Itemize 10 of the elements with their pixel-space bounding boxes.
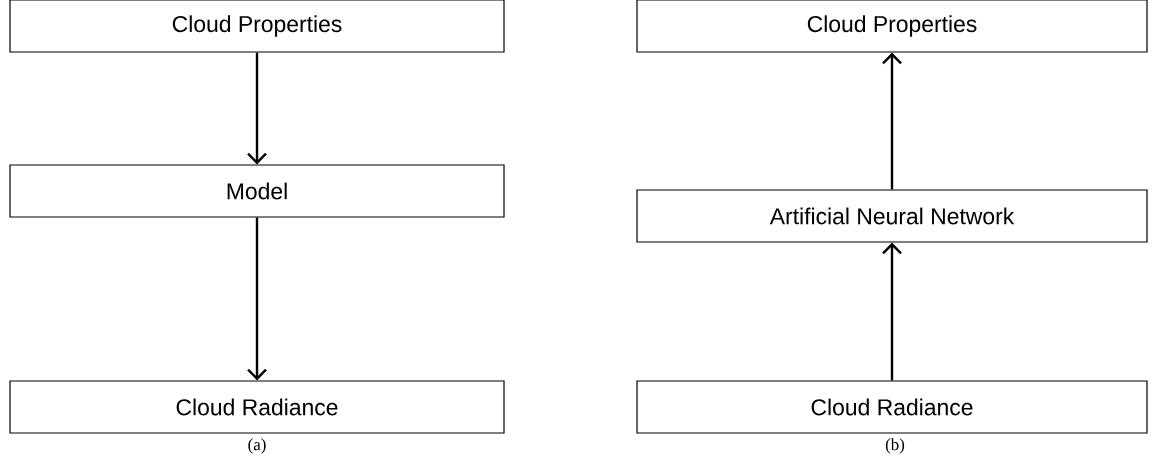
- process-box: Cloud Radiance: [636, 380, 1148, 434]
- arrow: [882, 52, 902, 190]
- process-box: Artificial Neural Network: [636, 189, 1148, 243]
- arrow: [247, 52, 267, 165]
- process-box: Model: [9, 164, 505, 218]
- arrow: [882, 242, 902, 381]
- process-box: Cloud Properties: [9, 0, 505, 53]
- arrow: [247, 217, 267, 381]
- process-box: Cloud Radiance: [9, 380, 505, 434]
- process-box: Cloud Properties: [636, 0, 1148, 53]
